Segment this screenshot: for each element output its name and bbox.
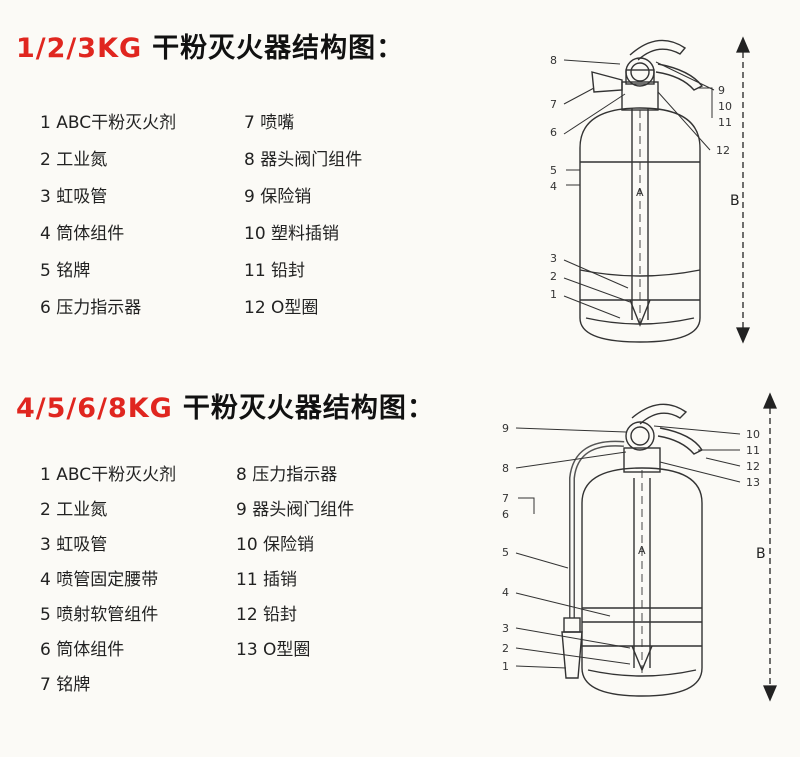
dimension-label: B: [730, 193, 740, 209]
part-item: 6 筒体组件: [40, 640, 125, 660]
part-item: 11 插销: [236, 570, 298, 590]
part-item: 9 保险销: [244, 187, 312, 207]
part-item: 12 铅封: [236, 605, 298, 625]
callout-label: 6: [502, 508, 509, 521]
callout-label: 4: [502, 586, 509, 599]
section-title: 1/2/3KG 干粉灭火器结构图：: [16, 26, 404, 65]
part-item: 1 ABC干粉灭火剂: [40, 465, 177, 485]
title-weight: 4/5/6/8KG: [16, 393, 173, 424]
callout-label: 12: [716, 144, 730, 157]
center-label: A: [636, 186, 644, 199]
callout-label: 1: [550, 288, 557, 301]
part-item: 4 筒体组件: [40, 224, 125, 244]
part-item: 3 虹吸管: [40, 535, 108, 555]
callout-label: 7: [550, 98, 557, 111]
part-item: 6 压力指示器: [40, 298, 142, 318]
title-text: 干粉灭火器结构图：: [152, 33, 405, 64]
title-text: 干粉灭火器结构图：: [182, 393, 435, 424]
part-item: 10 保险销: [236, 535, 315, 555]
callout-label: 5: [550, 164, 557, 177]
callout-label: 4: [550, 180, 557, 193]
cylinder-body: [581, 467, 703, 697]
part-item: 13 O型圈: [236, 640, 311, 660]
callout-label: 13: [746, 476, 760, 489]
callout-label: 3: [502, 622, 509, 635]
extinguisher-diagram-large: B A 9 8 7 6 5 4 3 2 1 10 11 12: [502, 392, 777, 702]
pressure-gauge: [625, 421, 655, 451]
part-item: 3 虹吸管: [40, 187, 108, 207]
part-item: 5 喷射软管组件: [40, 605, 159, 625]
callout-label: 1: [502, 660, 509, 673]
part-item: 8 压力指示器: [236, 465, 338, 485]
part-item: 2 工业氮: [40, 150, 108, 170]
part-item: 4 喷管固定腰带: [40, 570, 159, 590]
callout-label: 11: [746, 444, 760, 457]
callout-label: 9: [718, 84, 725, 97]
callout-label: 10: [718, 100, 732, 113]
callout-label: 8: [550, 54, 557, 67]
part-item: 5 铭牌: [40, 261, 91, 281]
callout-label: 2: [502, 642, 509, 655]
nozzle: [561, 631, 583, 679]
callout-label: 11: [718, 116, 732, 129]
cylinder-body: [579, 107, 701, 343]
hose-coupler: [563, 617, 581, 633]
part-item: 7 铭牌: [40, 675, 91, 695]
center-label: A: [638, 544, 646, 557]
callout-label: 2: [550, 270, 557, 283]
part-item: 11 铅封: [244, 261, 306, 281]
title-weight: 1/2/3KG: [16, 33, 143, 64]
part-item: 8 器头阀门组件: [244, 150, 363, 170]
part-item: 1 ABC干粉灭火剂: [40, 113, 177, 133]
part-item: 12 O型圈: [244, 298, 319, 318]
callout-label: 8: [502, 462, 509, 475]
section-4kg-8kg: 4/5/6/8KG 干粉灭火器结构图： 1 ABC干粉灭火剂 2 工业氮 3 虹吸…: [0, 378, 800, 757]
callout-label: 12: [746, 460, 760, 473]
part-item: 7 喷嘴: [244, 113, 295, 133]
handle-lever: [631, 403, 688, 425]
callout-label: 10: [746, 428, 760, 441]
part-item: 9 器头阀门组件: [236, 500, 355, 520]
part-item: 2 工业氮: [40, 500, 108, 520]
handle-lever: [629, 39, 687, 61]
extinguisher-diagram-small: B A 8 7 6 5 4 3 2 1 9 10 11 12: [550, 36, 750, 344]
callout-label: 9: [502, 422, 509, 435]
callout-label: 7: [502, 492, 509, 505]
callout-label: 5: [502, 546, 509, 559]
section-title: 4/5/6/8KG 干粉灭火器结构图：: [16, 386, 435, 425]
callout-label: 3: [550, 252, 557, 265]
callout-label: 6: [550, 126, 557, 139]
nozzle: [591, 71, 623, 93]
dimension-label: B: [756, 546, 766, 562]
part-item: 10 塑料插销: [244, 224, 340, 244]
